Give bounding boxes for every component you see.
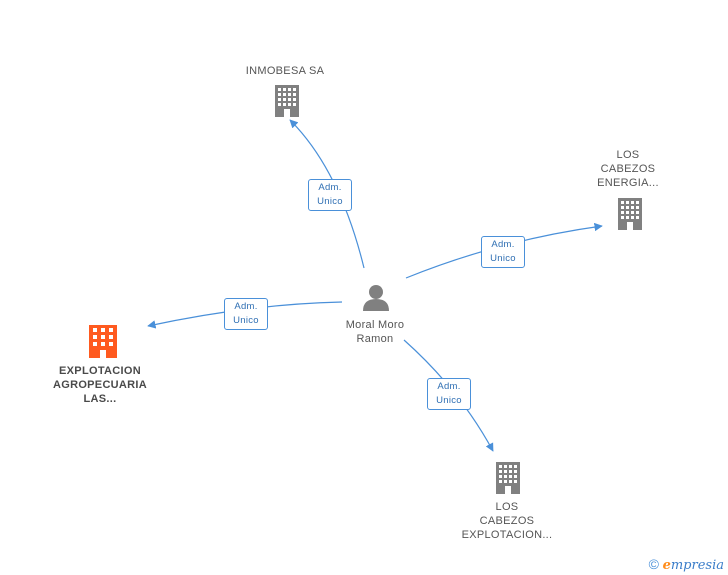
building-icon-cabezos-explotacion[interactable] — [496, 462, 520, 494]
company-label-line: LAS... — [83, 393, 117, 405]
company-label-line: EXPLOTACION... — [461, 529, 553, 541]
building-icon-inmobesa[interactable] — [275, 85, 299, 117]
relation-badge-inmobesa: Adm. Unico — [308, 179, 352, 211]
company-label-line: CABEZOS — [479, 515, 535, 527]
relation-role: Adm. — [318, 182, 342, 193]
person-icon — [363, 285, 389, 311]
center-name-line1: Moral Moro — [345, 319, 405, 331]
center-name-line2: Ramon — [356, 333, 394, 345]
company-label-cabezos-explotacion[interactable]: LOS CABEZOS EXPLOTACION... — [452, 500, 562, 542]
company-label-cabezos-energia[interactable]: LOS CABEZOS ENERGIA... — [578, 148, 678, 190]
relation-badge-cabezos-energia: Adm. Unico — [481, 236, 525, 268]
relation-badge-cabezos-explotacion: Adm. Unico — [427, 378, 471, 410]
brand-rest: mpresia — [670, 558, 724, 573]
company-label-line: CABEZOS — [600, 163, 656, 175]
relation-type: Unico — [317, 196, 343, 207]
company-label-line: LOS — [616, 149, 640, 161]
relation-role: Adm. — [234, 301, 258, 312]
brand-e: e — [662, 558, 671, 573]
building-icon-cabezos-energia[interactable] — [618, 198, 642, 230]
relation-type: Unico — [490, 253, 516, 264]
company-label-line: LOS — [495, 501, 519, 513]
building-icon-explotacion-agropecuaria[interactable] — [89, 325, 117, 358]
relation-type: Unico — [436, 395, 462, 406]
company-label-line: AGROPECUARIA — [52, 379, 148, 391]
company-label-line: INMOBESA SA — [245, 65, 325, 77]
relation-badge-explotacion-agropecuaria: Adm. Unico — [224, 298, 268, 330]
company-label-line: ENERGIA... — [597, 177, 659, 189]
empresia-logo: © empresia — [649, 556, 724, 573]
relation-role: Adm. — [437, 381, 461, 392]
relation-type: Unico — [233, 315, 259, 326]
company-label-explotacion-agropecuaria[interactable]: EXPLOTACION AGROPECUARIA LAS... — [40, 364, 160, 406]
copyright-symbol: © — [648, 556, 659, 572]
center-person-label[interactable]: Moral Moro Ramon — [330, 318, 420, 346]
company-label-line: EXPLOTACION — [59, 365, 141, 377]
relation-role: Adm. — [491, 239, 515, 250]
company-label-inmobesa[interactable]: INMOBESA SA — [230, 64, 340, 78]
